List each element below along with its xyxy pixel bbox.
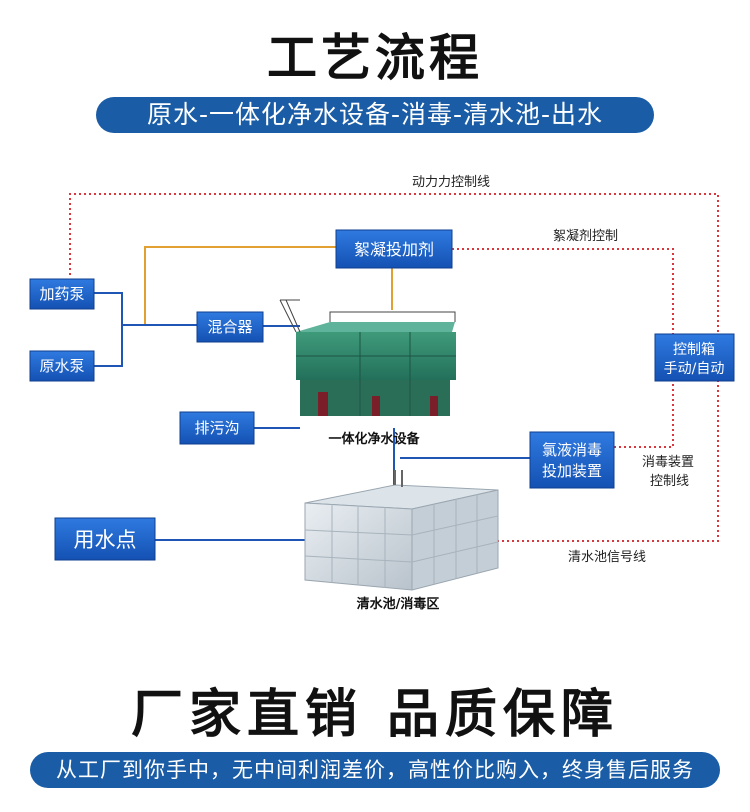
water-use-point-label: 用水点 bbox=[74, 528, 137, 552]
flocculant-control-line bbox=[452, 248, 674, 334]
chlorine-label-2: 投加装置 bbox=[542, 462, 602, 480]
signal-lines bbox=[69, 193, 719, 542]
drain-box[interactable]: 排污沟 bbox=[179, 411, 255, 445]
power-line-label: 动力力控制线 bbox=[412, 175, 490, 190]
flocculant-control-label: 絮凝剂控制 bbox=[553, 228, 618, 244]
process-subtitle: 原水-一体化净水设备-消毒-清水池-出水 bbox=[96, 97, 654, 133]
raw-water-pump-box[interactable]: 原水泵 bbox=[29, 350, 95, 382]
equipment-caption: 一体化净水设备 bbox=[328, 431, 420, 447]
page-title: 工艺流程 bbox=[267, 29, 483, 87]
mixer-box[interactable]: 混合器 bbox=[196, 311, 264, 343]
power-control-line bbox=[69, 193, 719, 542]
disinfect-control-label-2: 控制线 bbox=[650, 474, 689, 489]
control-box[interactable]: 控制箱 手动/自动 bbox=[654, 333, 735, 382]
chlorine-dosing-box[interactable]: 氯液消毒 投加装置 bbox=[529, 431, 615, 489]
control-box-label-2: 手动/自动 bbox=[664, 361, 725, 377]
dosing-pump-label: 加药泵 bbox=[39, 285, 84, 303]
dosing-pump-box[interactable]: 加药泵 bbox=[29, 278, 95, 310]
slogan: 厂家直销 品质保障 bbox=[130, 685, 620, 745]
disinfect-control-line bbox=[614, 381, 674, 448]
tank-signal-label: 清水池信号线 bbox=[568, 550, 646, 565]
water-treatment-equipment-illustration bbox=[279, 299, 456, 416]
flocculant-label: 絮凝投加剂 bbox=[354, 240, 434, 259]
mixer-label: 混合器 bbox=[207, 318, 252, 336]
raw-water-pump-label: 原水泵 bbox=[39, 357, 84, 375]
flocculant-box[interactable]: 絮凝投加剂 bbox=[335, 229, 453, 269]
drain-label: 排污沟 bbox=[194, 419, 239, 437]
control-box-label-1: 控制箱 bbox=[673, 342, 715, 358]
chlorine-label-1: 氯液消毒 bbox=[542, 441, 602, 459]
orange-pipe bbox=[144, 246, 393, 325]
clear-water-tank-illustration bbox=[304, 470, 499, 591]
water-use-point-box[interactable]: 用水点 bbox=[54, 517, 156, 561]
tank-caption: 清水池/消毒区 bbox=[357, 596, 440, 612]
disinfect-control-label-1: 消毒装置 bbox=[642, 455, 694, 470]
footer-banner: 从工厂到你手中，无中间利润差价，高性价比购入，终身售后服务 bbox=[30, 752, 720, 788]
